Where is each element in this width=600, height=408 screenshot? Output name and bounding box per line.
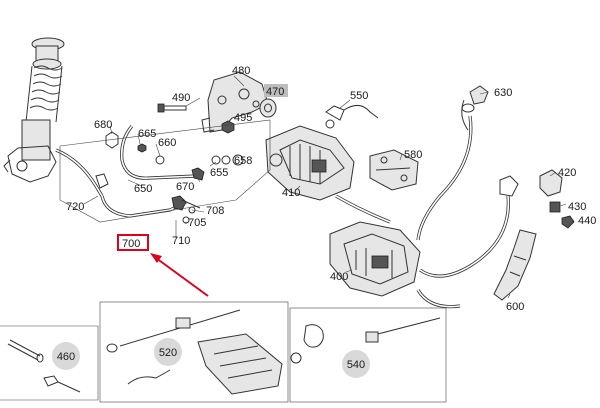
label-708: 708	[206, 205, 224, 217]
detail-panel-left	[0, 325, 99, 401]
compressor-410	[265, 125, 355, 201]
label-670: 670	[176, 181, 194, 193]
detail-panel-middle	[99, 301, 289, 403]
small-parts-708	[171, 195, 201, 224]
air-strut	[3, 37, 65, 183]
sensor-550	[325, 105, 379, 129]
bracket-600	[493, 229, 537, 301]
air-lines	[100, 115, 510, 309]
circled-label-540: 540	[342, 350, 370, 378]
circled-label-520: 520	[154, 338, 182, 366]
plug-430	[549, 201, 561, 213]
label-420: 420	[558, 167, 576, 179]
label-710: 710	[172, 235, 190, 247]
leader-lines	[83, 75, 575, 299]
label-720: 720	[66, 201, 84, 213]
label-550: 550	[350, 90, 368, 102]
label-490: 490	[172, 92, 190, 104]
detail-panel-right	[289, 307, 447, 403]
label-705: 705	[188, 217, 206, 229]
label-430: 430	[568, 201, 586, 213]
label-400: 400	[330, 271, 348, 283]
label-495: 495	[234, 112, 252, 124]
circled-label-460: 460	[52, 342, 80, 370]
label-660: 660	[158, 137, 176, 149]
label-655: 655	[210, 167, 228, 179]
highlight-box-700[interactable]	[117, 234, 149, 251]
label-630: 630	[494, 87, 512, 99]
label-658: 658	[234, 155, 252, 167]
label-440: 440	[578, 215, 596, 227]
group-outline	[59, 119, 271, 223]
label-700: 700	[122, 238, 140, 250]
svg-text:540: 540	[347, 359, 365, 371]
svg-text:520: 520	[159, 347, 177, 359]
label-650: 650	[134, 183, 152, 195]
hose-720	[55, 148, 104, 197]
highlight-arrow	[150, 253, 209, 297]
label-580: 580	[404, 149, 422, 161]
bracket-480	[201, 71, 269, 133]
valve-block-400	[329, 221, 421, 297]
fitting-420	[499, 169, 563, 197]
bracket-580	[369, 149, 419, 191]
label-665: 665	[138, 128, 156, 140]
nut-495	[221, 120, 235, 134]
clip-440	[561, 215, 575, 229]
svg-text:460: 460	[57, 351, 75, 363]
label-480: 480	[232, 65, 250, 77]
bolt-490	[157, 103, 187, 113]
label-470: 470	[266, 86, 284, 98]
label-410: 410	[282, 187, 300, 199]
label-600: 600	[506, 301, 524, 313]
label-680: 680	[94, 119, 112, 131]
label-470-shade	[264, 84, 288, 97]
small-parts	[95, 131, 244, 189]
fitting-630	[461, 85, 489, 131]
damper-470	[259, 98, 277, 118]
